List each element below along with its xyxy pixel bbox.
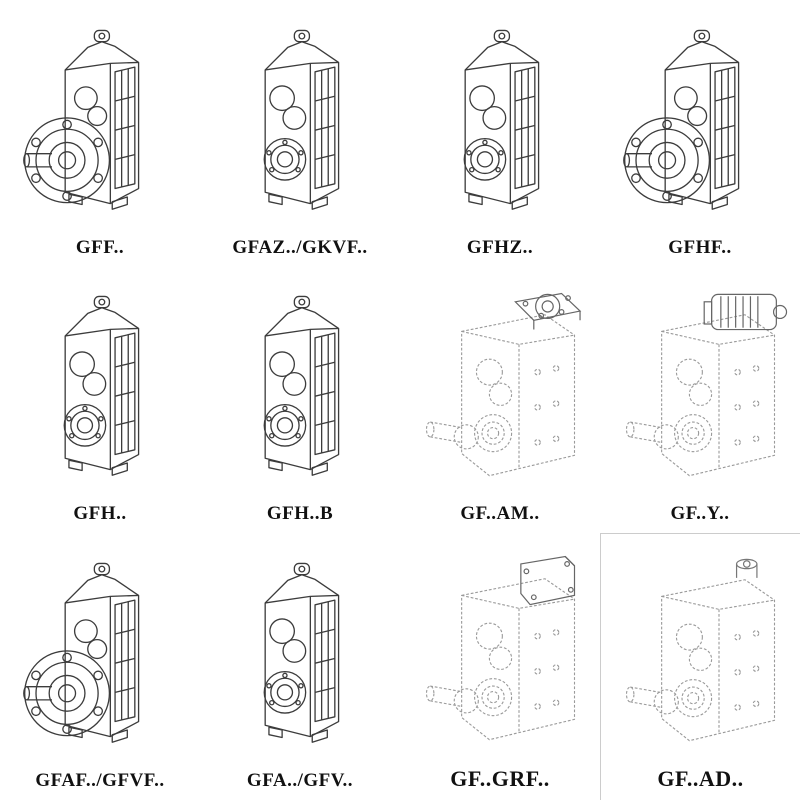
model-label: GF..AM..	[460, 503, 540, 525]
model-label: GFA../GFV..	[246, 769, 354, 791]
gearbox-drawing-gff	[2, 4, 198, 235]
gearbox-drawing-gfhz	[402, 4, 598, 235]
catalog-cell-gf-am: GF..AM..	[400, 267, 600, 534]
catalog-cell-gf-ad: GF..AD..	[600, 533, 800, 800]
gearbox-drawing-gf-y	[602, 271, 798, 502]
gearbox-drawing-gfh	[2, 271, 198, 502]
model-label: GF..AD..	[657, 765, 744, 791]
gearbox-ghost-motor-drawing	[608, 287, 793, 486]
gearbox-flange-drawing	[620, 21, 780, 219]
catalog-cell-gfh-b: GFH..B	[200, 267, 400, 534]
catalog-cell-gfhf: GFHF..	[600, 0, 800, 267]
gearbox-drawing-gf-ad	[603, 538, 798, 764]
model-label: GFHZ..	[466, 236, 534, 258]
model-label: GFF..	[75, 236, 125, 258]
model-label: GF..GRF..	[450, 765, 550, 791]
catalog-cell-gfaz-gkvf: GFAZ../GKVF..	[200, 0, 400, 267]
model-label: GF..Y..	[670, 503, 730, 525]
catalog-cell-gf-y: GF..Y..	[600, 267, 800, 534]
model-label: GFAF../GFVF..	[35, 769, 165, 791]
gearbox-drawing-gf-grf	[402, 537, 598, 764]
gearbox-ghost-adapter-drawing	[408, 551, 593, 750]
gearbox-ghost-flange-mount-drawing	[408, 287, 593, 486]
catalog-cell-gfh: GFH..	[0, 267, 200, 534]
catalog-cell-gfaf-gfvf: GFAF../GFVF..	[0, 533, 200, 800]
gearbox-drawing-gfaf-gfvf	[2, 537, 198, 768]
gearbox-drawing-gfaz-gkvf	[202, 4, 398, 235]
catalog-cell-gf-grf: GF..GRF..	[400, 533, 600, 800]
model-label: GFH..	[73, 503, 127, 525]
model-label: GFHF..	[668, 236, 732, 258]
gearbox-drawing-gfhf	[602, 4, 798, 235]
gearbox-drawing-gfa-gfv	[202, 537, 398, 768]
catalog-cell-gff: GFF..	[0, 0, 200, 267]
gearbox-shaft-drawing	[220, 554, 380, 752]
catalog-cell-gfa-gfv: GFA../GFV..	[200, 533, 400, 800]
gearbox-ghost-shaft-drawing	[608, 552, 793, 751]
model-label: GFAZ../GKVF..	[232, 236, 368, 258]
catalog-cell-gfhz: GFHZ..	[400, 0, 600, 267]
gearbox-drawing-gfh-b	[202, 271, 398, 502]
model-label: GFH..B	[266, 503, 334, 525]
gearbox-shaft-drawing	[20, 287, 180, 485]
gearbox-flange-drawing	[20, 554, 180, 752]
gearbox-shaft-drawing	[220, 21, 380, 219]
gearbox-shaft-drawing	[420, 21, 580, 219]
gearbox-flange-drawing	[20, 21, 180, 219]
gearbox-drawing-gf-am	[402, 271, 598, 502]
gearbox-shaft-drawing	[220, 287, 380, 485]
